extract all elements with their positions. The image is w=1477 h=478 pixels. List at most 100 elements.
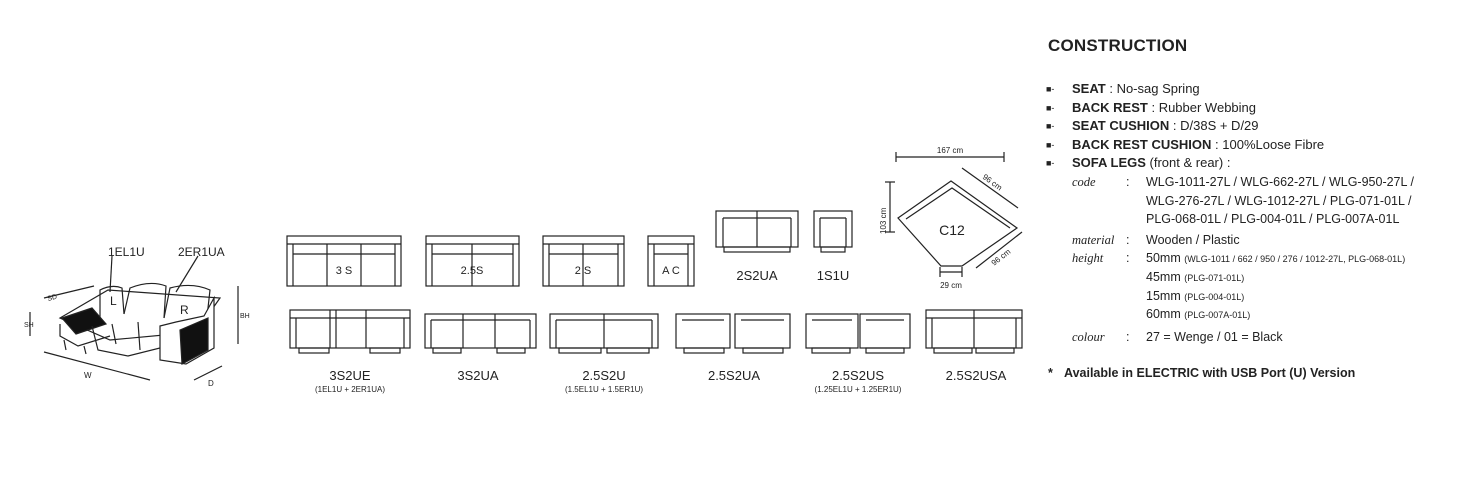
mark-ac: A C: [662, 265, 680, 277]
plan-1s1u: [813, 210, 853, 253]
mark-3s: 3 S: [336, 265, 353, 277]
legs-colour-value: 27 = Wenge / 01 = Black: [1146, 329, 1283, 344]
height-codes: (WLG-1011 / 662 / 950 / 276 / 1012-27L, …: [1184, 254, 1406, 265]
sub-3s2ue: (1EL1U + 2ER1UA): [315, 385, 385, 394]
bullet-icon: ■-: [1046, 102, 1055, 113]
bullet-icon: ■-: [1046, 84, 1055, 94]
spec-value: Rubber Webbing: [1158, 99, 1257, 115]
oblique-sofa-view: [29, 255, 239, 381]
legs-colour-row: colour : 27 = Wenge / 01 = Black: [1046, 330, 1471, 349]
legs-height-entry: 45mm (PLG-071-01L): [1146, 270, 1244, 284]
spec-key: BACK REST CUSHION: [1072, 136, 1212, 152]
dim-d: D: [208, 379, 214, 388]
legs-code-line: WLG-1011-27L / WLG-662-27L / WLG-950-27L…: [1146, 174, 1414, 189]
height-value: 15mm: [1146, 288, 1181, 303]
plan-3s2ua: [424, 313, 537, 354]
caption-25s2usa: 2.5S2USA: [946, 368, 1007, 383]
legs-height-row: 45mm (PLG-071-01L): [1046, 270, 1471, 289]
plan-25s2u: [549, 313, 659, 354]
sub-25s2u: (1.5EL1U + 1.5ER1U): [565, 385, 643, 394]
spec-value: (front & rear) :: [1145, 155, 1231, 171]
dim-167cm: 167 cm: [937, 146, 964, 155]
spec-key: SOFA LEGS: [1072, 155, 1146, 171]
dim-w: W: [84, 371, 92, 380]
label-1el1u: 1EL1U: [108, 245, 145, 259]
caption-25s2u: 2.5S2U: [582, 368, 625, 383]
electric-note: *Available in ELECTRIC with USB Port (U)…: [1046, 366, 1471, 380]
legs-material-value: Wooden / Plastic: [1146, 232, 1240, 247]
legs-code-row: PLG-068-01L / PLG-004-01L / PLG-007A-01L: [1046, 212, 1471, 231]
plan-ac: [647, 235, 695, 287]
legs-height-row: height : 50mm (WLG-1011 / 662 / 950 / 27…: [1046, 251, 1471, 270]
mark-c12: C12: [939, 222, 965, 238]
spec-value: 100%Loose Fibre: [1222, 136, 1325, 152]
height-codes: (PLG-004-01L): [1184, 291, 1245, 302]
bullet-icon: ■-: [1046, 121, 1055, 132]
diagram-labels: 1EL1U 2ER1UA L R SD SH BH W D 3 S 2.5S 2…: [24, 146, 1013, 394]
legs-height-entry: 60mm (PLG-007A-01L): [1146, 307, 1250, 321]
legs-height-label: height: [1072, 251, 1104, 266]
dim-sd: SD: [47, 294, 58, 303]
height-value: 50mm: [1146, 251, 1181, 266]
plan-3s: [286, 235, 402, 287]
asterisk-icon: *: [1048, 366, 1053, 381]
legs-colour-label: colour: [1072, 329, 1105, 344]
legs-colon: :: [1126, 251, 1130, 266]
spec-value: No-sag Spring: [1116, 81, 1200, 96]
sub-25s2us: (1.25EL1U + 1.25ER1U): [815, 385, 902, 394]
mark-2s: 2 S: [575, 265, 592, 277]
caption-25s2ua: 2.5S2UA: [708, 368, 760, 383]
legs-height-row: 15mm (PLG-004-01L): [1046, 289, 1471, 308]
dim-103cm: 103 cm: [879, 207, 888, 234]
plan-25s2us: [805, 313, 911, 354]
legs-height-entry: 15mm (PLG-004-01L): [1146, 289, 1244, 303]
spec-key: BACK REST: [1072, 99, 1148, 115]
construction-title: CONSTRUCTION: [1048, 36, 1188, 55]
spec-row-sofa-legs: ■- SOFA LEGS (front & rear) :: [1046, 154, 1471, 173]
legs-colon: :: [1126, 232, 1130, 247]
dim-96cm-back: 96 cm: [990, 247, 1013, 268]
caption-25s2us: 2.5S2US: [832, 368, 884, 383]
spec-row-seat-cushion: ■- SEAT CUSHION : D/38S + D/29: [1046, 117, 1471, 136]
legs-code-label: code: [1072, 174, 1096, 189]
legs-colon: :: [1126, 174, 1130, 189]
height-value: 60mm: [1146, 307, 1181, 322]
spec-value: D/38S + D/29: [1180, 118, 1259, 134]
legs-height-row: 60mm (PLG-007A-01L): [1046, 307, 1471, 326]
height-value: 45mm: [1146, 269, 1181, 284]
plan-3s2ue: [289, 309, 411, 354]
legs-material-row: material : Wooden / Plastic: [1046, 233, 1471, 252]
spec-sep: :: [1211, 136, 1223, 152]
sofa-diagram: 1EL1U 2ER1UA L R SD SH BH W D 3 S 2.5S 2…: [24, 146, 1023, 394]
caption-3s2ue: 3S2UE: [329, 368, 371, 383]
legs-code-line: PLG-068-01L / PLG-004-01L / PLG-007A-01L: [1146, 212, 1400, 227]
spec-sep: :: [1169, 118, 1181, 134]
plan-25s2usa: [925, 309, 1023, 354]
dim-bh: BH: [240, 313, 250, 320]
seat-left-mark: L: [110, 294, 117, 308]
height-codes: (PLG-071-01L): [1184, 272, 1245, 283]
bullet-icon: ■-: [1046, 158, 1055, 169]
seat-right-mark: R: [180, 303, 189, 317]
dim-29cm: 29 cm: [940, 281, 962, 290]
caption-1s1u: 1S1U: [817, 268, 850, 283]
corner-c12: [885, 152, 1023, 277]
spec-row-back-rest-cushion: ■- BACK REST CUSHION : 100%Loose Fibre: [1046, 136, 1471, 155]
spec-row-seat: ■-SEAT : No-sag Spring: [1046, 80, 1471, 99]
mark-25s: 2.5S: [461, 265, 484, 277]
dim-sh: SH: [24, 322, 34, 329]
plan-2s2ua: [715, 210, 799, 253]
legs-height-entry: 50mm (WLG-1011 / 662 / 950 / 276 / 1012-…: [1146, 251, 1405, 265]
caption-3s2ua: 3S2UA: [457, 368, 499, 383]
label-2er1ua: 2ER1UA: [178, 245, 225, 259]
spec-row-back-rest: ■- BACK REST : Rubber Webbing: [1046, 99, 1471, 118]
bullet-icon: ■-: [1046, 139, 1055, 150]
construction-panel: CONSTRUCTION ■-SEAT : No-sag Spring ■- BA…: [1046, 36, 1471, 380]
legs-material-label: material: [1072, 232, 1115, 247]
spec-sep: :: [1147, 99, 1159, 115]
legs-colon: :: [1126, 329, 1130, 344]
plan-25s2ua: [675, 313, 791, 354]
spec-key: SEAT CUSHION: [1072, 118, 1170, 134]
plan-25s: [425, 235, 520, 287]
legs-code-line: WLG-276-27L / WLG-1012-27L / PLG-071-01L…: [1146, 193, 1412, 208]
